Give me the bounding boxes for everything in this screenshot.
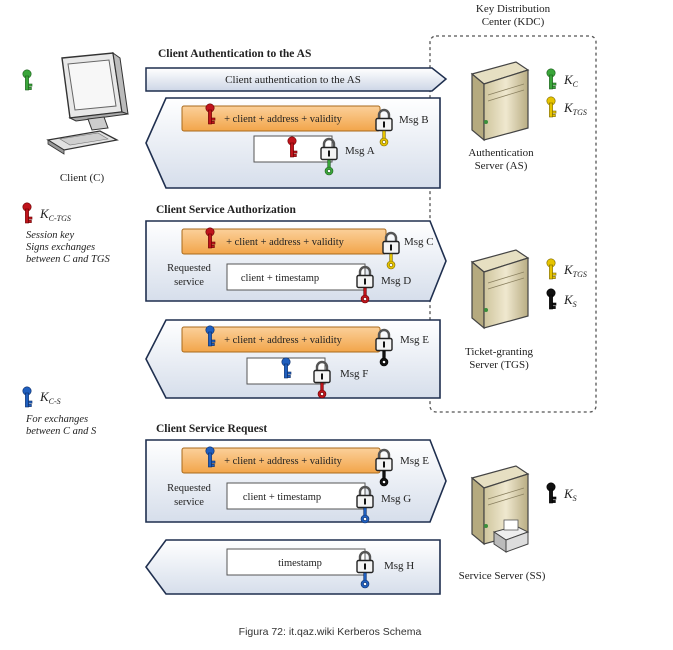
legend-kcs-desc-2: between C and S: [26, 426, 97, 437]
legend-kcs-key-icon: [22, 386, 33, 408]
msg-c-label: Msg C: [404, 236, 434, 248]
auth-request-label: Client authentication to the AS: [225, 74, 361, 86]
ss-ks-key-icon: [546, 482, 557, 504]
msg-c-requested-line1: Requested: [167, 263, 211, 274]
msg-d-text: client + timestamp: [241, 273, 319, 284]
msg-h-box: [226, 548, 366, 576]
msg-e-label: Msg E: [400, 334, 429, 346]
msg-d-label: Msg D: [381, 275, 411, 287]
as-label-line1: Authentication: [468, 147, 534, 159]
kdc-boundary: [429, 35, 597, 413]
tgs-server-icon: [470, 249, 530, 330]
legend-kctgs-desc-3: between C and TGS: [26, 254, 110, 265]
kdc-label-line1: Key Distribution: [476, 3, 551, 15]
msg-f-label: Msg F: [340, 368, 368, 380]
msg-g-label: Msg G: [381, 493, 411, 505]
msg-h-label: Msg H: [384, 560, 414, 572]
tgs-ks-key-icon: [546, 288, 557, 310]
legend-kcs-desc-1: For exchanges: [25, 414, 88, 425]
msg-b-label: Msg B: [399, 114, 429, 126]
tgs-label-line1: Ticket-granting: [465, 346, 534, 358]
legend-kctgs-desc-2: Signs exchanges: [26, 242, 95, 253]
msg-a-label: Msg A: [345, 145, 375, 157]
tgs-ks-symbol: KS: [563, 292, 577, 309]
msg-g-requested-line2: service: [174, 497, 204, 508]
section-3-title: Client Service Request: [156, 423, 267, 435]
msg-e-ticket-text: + client + address + validity: [224, 335, 343, 346]
client-computer-icon: [46, 51, 129, 155]
ss-ks-symbol: KS: [563, 486, 577, 503]
tgs-label-line2: Server (TGS): [469, 359, 529, 371]
printer-icon: [492, 519, 530, 553]
msg-c-ticket-text: + client + address + validity: [226, 237, 345, 248]
client-label: Client (C): [60, 172, 105, 184]
msg-h-text: timestamp: [278, 558, 322, 569]
as-kc-symbol: KC: [563, 72, 579, 89]
as-ktgs-symbol: KTGS: [563, 100, 587, 117]
tgs-ktgs-symbol: KTGS: [563, 262, 587, 279]
msg-e2-label: Msg E: [400, 455, 429, 467]
legend-kctgs-key-icon: [22, 202, 33, 224]
tgs-ktgs-key-icon: [546, 258, 557, 280]
msg-d-box: [226, 263, 366, 291]
auth-request-arrow: [145, 67, 448, 92]
legend-kcs-symbol: KC-S: [39, 389, 61, 406]
msg-g-requested-line1: Requested: [167, 483, 211, 494]
section-1-title: Client Authentication to the AS: [158, 48, 311, 60]
section-2-title: Client Service Authorization: [156, 204, 297, 216]
legend-kctgs-desc-1: Session key: [26, 230, 74, 241]
msg-c-requested-line2: service: [174, 277, 204, 288]
figure-caption: Figura 72: it.qaz.wiki Kerberos Schema: [239, 626, 422, 638]
tgt-ticket-text: + client + address + validity: [224, 114, 343, 125]
as-kc-key-icon: [546, 68, 557, 90]
legend-kctgs-symbol: KC-TGS: [39, 206, 71, 223]
as-server-icon: [470, 61, 530, 142]
as-label-line2: Server (AS): [475, 160, 528, 172]
as-ktgs-key-icon: [546, 96, 557, 118]
kdc-label-line2: Center (KDC): [482, 16, 545, 28]
msg-g-text: client + timestamp: [243, 492, 321, 503]
ss-label: Service Server (SS): [459, 570, 546, 582]
client-key-icon: [22, 69, 33, 91]
msg-e2-ticket-text: + client + address + validity: [224, 456, 343, 467]
